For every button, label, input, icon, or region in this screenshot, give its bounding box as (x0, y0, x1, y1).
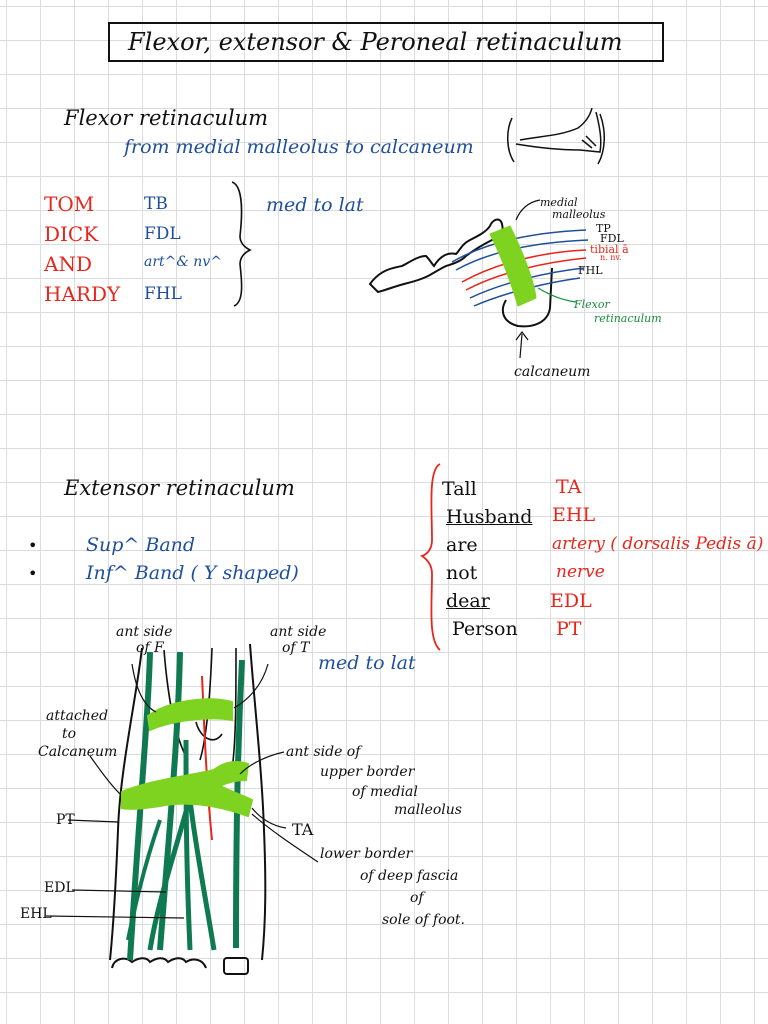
extensor-heading: Extensor retinaculum (64, 476, 295, 500)
flexor-order-note: med to lat (266, 194, 364, 216)
extensor-word-1: Tall (442, 478, 477, 500)
label-ant-side-t-1: ant side (270, 624, 327, 640)
flexor-mnemonic-4: HARDY (44, 282, 121, 306)
label-lower-4: sole of foot. (382, 912, 466, 928)
label-retinaculum: retinaculum (594, 312, 662, 325)
flexor-structure-3: art^& nv^ (144, 254, 222, 270)
extensor-meaning-1: TA (556, 476, 582, 498)
flexor-structure-2: FDL (144, 224, 181, 244)
flexor-mnemonic-1: TOM (44, 192, 95, 216)
flexor-brace (231, 181, 252, 307)
label-fhl: FHL (578, 264, 603, 277)
flexor-structure-1: TB (144, 194, 168, 214)
label-ant-side-f-1: ant side (116, 624, 173, 640)
extensor-band-1: Sup^ Band (86, 534, 196, 556)
extensor-meaning-2: EHL (552, 504, 596, 526)
label-lower-3: of (410, 890, 424, 906)
bullet-2: • (28, 564, 38, 583)
flexor-description: from medial malleolus to calcaneum (124, 136, 474, 158)
flexor-mnemonic-3: AND (44, 252, 92, 276)
extensor-word-5: dear (446, 590, 490, 612)
label-malleolus: malleolus (552, 208, 606, 221)
label-upper-3: of medial (352, 784, 418, 800)
extensor-meaning-3: artery ( dorsalis Pedis ā) (552, 534, 764, 554)
extensor-word-4: not (446, 562, 478, 584)
label-upper-2: upper border (320, 764, 415, 780)
bullet-1: • (28, 536, 38, 555)
extensor-meaning-6: PT (556, 618, 582, 640)
label-edl: EDL (44, 880, 75, 896)
flexor-heading: Flexor retinaculum (64, 106, 269, 130)
label-ant-side-t-2: of T (282, 640, 310, 656)
label-fdl: FDL (600, 232, 624, 245)
extensor-meaning-5: EDL (550, 590, 592, 612)
extensor-diagram (45, 643, 319, 975)
label-upper-4: malleolus (394, 802, 462, 818)
extensor-word-2: Husband (446, 506, 533, 528)
flexor-structure-4: FHL (144, 284, 182, 304)
label-ant-side-f-2: of F (136, 640, 164, 656)
extensor-brace (419, 463, 441, 651)
page-title: Flexor, extensor & Peroneal retinaculum (108, 22, 664, 62)
label-tibial: tibial ā (590, 243, 629, 256)
label-ehl: EHL (20, 906, 52, 922)
label-calcaneum-2: Calcaneum (38, 744, 118, 760)
label-flexor: Flexor (574, 298, 610, 311)
extensor-word-3: are (446, 534, 478, 556)
extensor-order-note: med to lat (318, 652, 416, 674)
extensor-meaning-4: nerve (556, 562, 605, 582)
label-ta: TA (292, 820, 314, 839)
label-upper-1: ant side of (286, 744, 361, 760)
label-tp: TP (596, 222, 611, 235)
flexor-diagram (368, 199, 589, 359)
label-lower-1: lower border (320, 846, 413, 862)
foot-sketch (507, 107, 605, 165)
label-to: to (62, 726, 77, 742)
label-pt: PT (56, 812, 75, 828)
extensor-band-2: Inf^ Band ( Y shaped) (86, 562, 299, 584)
extensor-word-6: Person (452, 618, 518, 640)
label-attached: attached (46, 708, 109, 724)
flexor-mnemonic-2: DICK (44, 222, 99, 246)
label-medial: medial (540, 196, 578, 209)
label-calcaneum: calcaneum (514, 364, 591, 380)
label-lower-2: of deep fascia (360, 868, 459, 884)
label-nnv: n. nv. (600, 253, 622, 262)
